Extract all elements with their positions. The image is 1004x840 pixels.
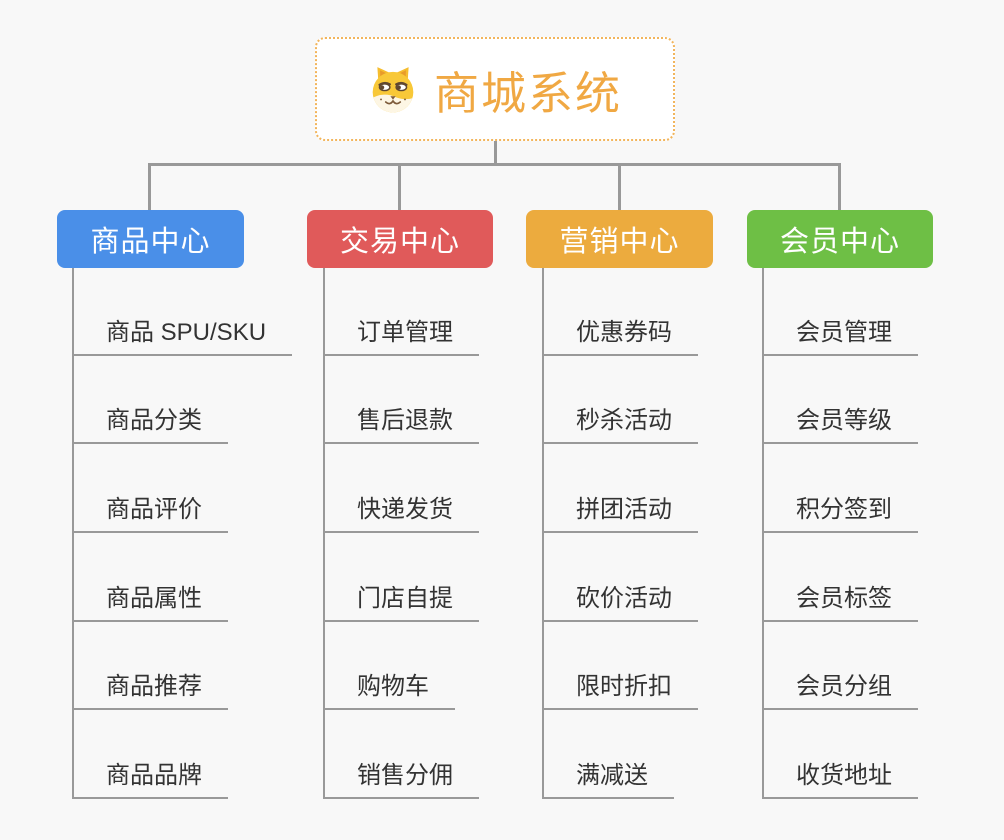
root-title: 商城系统 [433,67,622,119]
branch-line-member [762,268,764,799]
branch-item[interactable]: 商品属性 [72,533,228,622]
branch-line-marketing [542,268,544,799]
branch-item[interactable]: 砍价活动 [542,533,698,622]
branch-item[interactable]: 拼团活动 [542,444,698,534]
branch-item[interactable]: 快递发货 [323,444,479,534]
connector-horizontal-bus [148,163,841,166]
branch-item[interactable]: 商品评价 [72,444,228,534]
branch-trade-center[interactable]: 交易中心 [307,210,493,268]
branch-item[interactable]: 限时折扣 [542,622,698,711]
branch-item[interactable]: 商品推荐 [72,622,228,711]
branch-item[interactable]: 积分签到 [762,444,918,534]
branch-item-list-member: 会员管理会员等级积分签到会员标签会员分组收货地址 [762,267,918,800]
connector-drop-product [148,166,151,210]
branch-item[interactable]: 购物车 [323,622,455,711]
branch-member-center[interactable]: 会员中心 [747,210,933,268]
branch-item-list-trade: 订单管理售后退款快递发货门店自提购物车销售分佣 [323,267,479,800]
branch-line-product [72,268,74,799]
branch-item[interactable]: 满减送 [542,710,674,800]
branch-item[interactable]: 商品 SPU/SKU [72,267,293,356]
branch-item[interactable]: 会员等级 [762,356,918,445]
connector-drop-marketing [618,166,621,210]
connector-drop-member [838,166,841,210]
branch-item[interactable]: 商品品牌 [72,710,228,800]
branch-item[interactable]: 会员管理 [762,267,918,356]
branch-marketing-center[interactable]: 营销中心 [526,210,713,268]
dog-face-icon [368,64,418,114]
branch-item[interactable]: 门店自提 [323,533,479,622]
branch-item-list-marketing: 优惠券码秒杀活动拼团活动砍价活动限时折扣满减送 [542,267,698,800]
branch-item[interactable]: 优惠券码 [542,267,698,356]
connector-root-vertical [494,141,497,165]
root-node[interactable]: 商城系统 [315,37,675,141]
branch-item[interactable]: 商品分类 [72,356,228,445]
branch-item[interactable]: 收货地址 [762,710,918,800]
branch-item[interactable]: 订单管理 [323,267,479,356]
branch-item[interactable]: 销售分佣 [323,710,479,800]
branch-item[interactable]: 售后退款 [323,356,479,445]
branch-item[interactable]: 会员分组 [762,622,918,711]
connector-drop-trade [398,166,401,210]
branch-line-trade [323,268,325,799]
branch-item[interactable]: 会员标签 [762,533,918,622]
branch-product-center[interactable]: 商品中心 [57,210,244,268]
branch-item[interactable]: 秒杀活动 [542,356,698,445]
